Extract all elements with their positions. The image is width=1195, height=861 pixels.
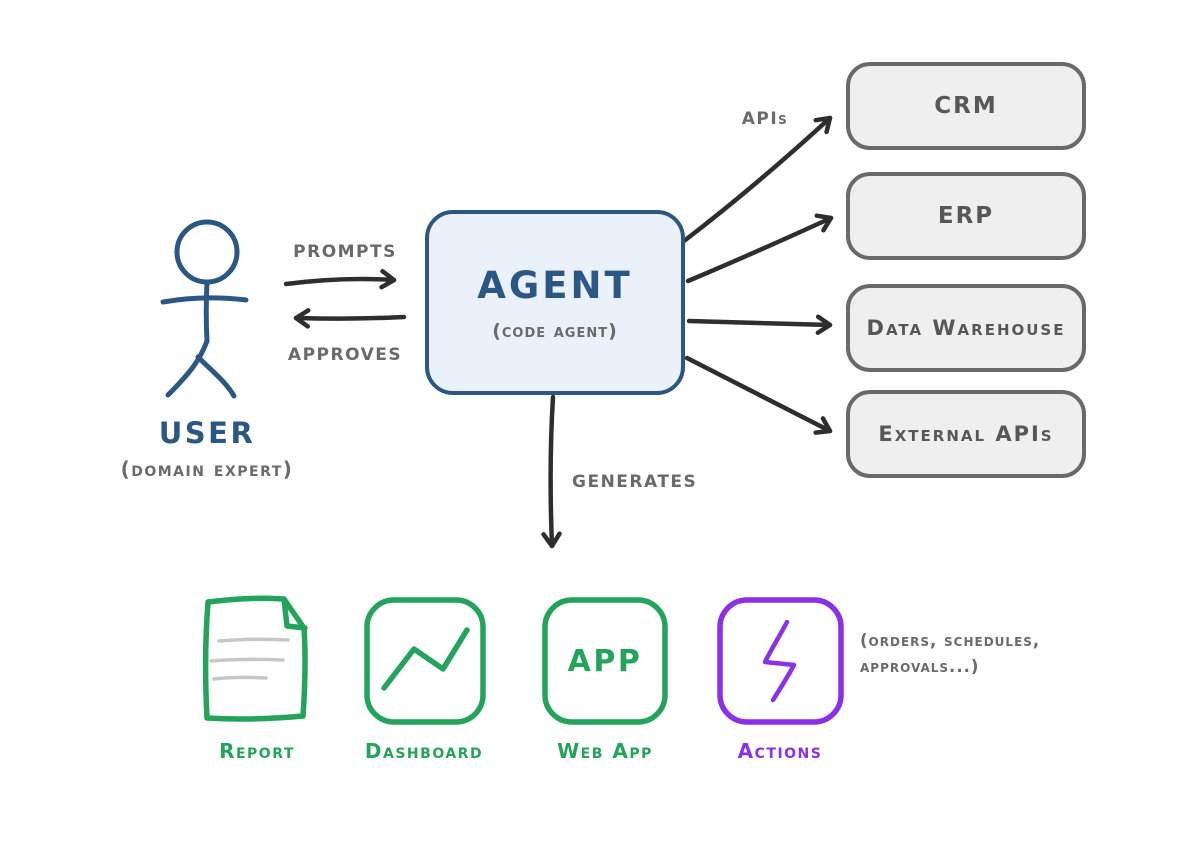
prompts-arrow: [283, 269, 397, 290]
system-node-data-warehouse: Data Warehouse: [846, 284, 1086, 372]
generates-label: GENERATES: [572, 472, 698, 492]
lightning-icon: [717, 597, 844, 725]
webapp-label: Web App: [557, 739, 653, 763]
actions-note: (orders, schedules, approvals...): [860, 631, 1041, 677]
app-icon-text: APP: [567, 644, 643, 679]
apis-label: APIs: [741, 109, 789, 129]
arrow-to-external-apis: [684, 355, 833, 435]
system-node-crm: CRM: [846, 62, 1086, 150]
report-label: Report: [219, 739, 295, 763]
system-label: External APIs: [878, 422, 1054, 446]
system-label: ERP: [937, 203, 995, 229]
app-box-icon: [542, 597, 668, 725]
user-sublabel: (domain expert): [120, 457, 294, 481]
approves-arrow: [293, 308, 407, 329]
system-label: CRM: [934, 93, 998, 119]
arrow-to-data-warehouse: [686, 314, 833, 335]
arrow-to-erp: [685, 213, 834, 284]
stick-figure-icon: [160, 219, 249, 399]
system-label: Data Warehouse: [866, 316, 1066, 340]
user-label: USER: [158, 416, 256, 450]
prompts-label: PROMPTS: [293, 242, 397, 262]
approves-label: APPROVES: [287, 345, 403, 365]
generates-arrow: [541, 394, 562, 549]
arrow-to-crm: [681, 115, 833, 244]
agent-label: AGENT: [477, 263, 633, 307]
agent-sublabel: (code agent): [492, 319, 618, 342]
agent-node: AGENT (code agent): [425, 210, 685, 395]
system-node-external-apis: External APIs: [846, 390, 1086, 478]
actions-label: Actions: [737, 739, 823, 763]
line-chart-icon: [364, 597, 486, 725]
system-node-erp: ERP: [846, 172, 1086, 260]
document-icon: [202, 595, 308, 722]
dashboard-label: Dashboard: [364, 739, 484, 763]
